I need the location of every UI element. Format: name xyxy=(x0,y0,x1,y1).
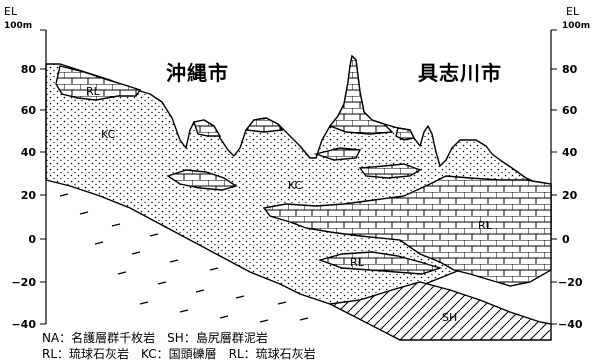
right-axis-title: EL xyxy=(566,5,580,18)
left-tick-0: 0 xyxy=(28,233,36,246)
rl-limestone-lower-lens xyxy=(317,251,443,275)
legend-line-2: RL：琉球石灰岩 KC：国頭礫層 RL：琉球石灰岩 xyxy=(42,346,316,361)
left-tick-40: 40 xyxy=(21,146,37,159)
right-axis: EL 100m 80 60 40 20 0 −20 −40 xyxy=(550,5,590,331)
left-axis: EL 100m 80 60 40 20 0 −20 −40 xyxy=(4,5,47,331)
right-tick-80: 80 xyxy=(562,63,578,76)
left-tick-60: 60 xyxy=(21,104,37,117)
unit-tag-rl-right: RL xyxy=(478,219,493,232)
na-phyllite-marks xyxy=(59,193,309,323)
rl-limestone-peak xyxy=(328,54,394,135)
rl-limestone-cap-right xyxy=(395,127,416,141)
left-tick-80: 80 xyxy=(21,63,37,76)
right-tick-0: 0 xyxy=(562,233,570,246)
legend-line-1: NA：名護層群千枚岩 SH：島尻層群泥岩 xyxy=(42,330,268,345)
right-tick-60: 60 xyxy=(562,104,578,117)
rl-limestone-lens-left xyxy=(166,169,238,191)
right-tick-40: 40 xyxy=(562,146,578,159)
rl-limestone-lens-peak-left xyxy=(313,147,362,161)
unit-tag-rl-lower: RL xyxy=(350,256,365,269)
left-tick-20: 20 xyxy=(21,189,37,202)
rl-limestone-upper-left xyxy=(55,65,142,101)
rl-limestone-right-body xyxy=(262,175,552,287)
sh-mudstone-layer xyxy=(327,281,552,341)
place-label-right: 具志川市 xyxy=(418,61,502,85)
rl-limestone-lens-right xyxy=(358,163,422,179)
place-label-left: 沖縄市 xyxy=(166,61,229,85)
left-tick-minus40: −40 xyxy=(11,318,36,331)
rl-limestone-cap-mid xyxy=(244,117,284,133)
right-tick-minus20: −20 xyxy=(558,276,583,289)
left-axis-ticks xyxy=(40,29,46,325)
rl-limestone-cap-left xyxy=(193,119,222,137)
right-tick-minus40: −40 xyxy=(558,318,583,331)
unit-tag-sh: SH xyxy=(442,311,457,324)
unit-tag-rl-top: RL xyxy=(86,85,101,98)
right-axis-unit: 100m xyxy=(562,21,590,31)
right-tick-20: 20 xyxy=(562,189,578,202)
left-axis-title: EL xyxy=(4,5,18,18)
left-tick-minus20: −20 xyxy=(11,276,36,289)
unit-tag-kc-upper: KC xyxy=(101,128,116,141)
unit-tag-kc-mid: KC xyxy=(288,179,303,192)
left-axis-unit: 100m xyxy=(4,21,32,31)
right-axis-ticks xyxy=(551,29,557,325)
